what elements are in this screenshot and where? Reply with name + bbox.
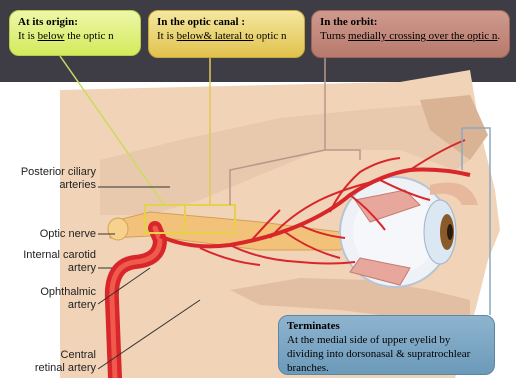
label-optic-nerve: Optic nerve bbox=[6, 228, 96, 241]
label-posterior-ciliary-line2: arteries bbox=[6, 179, 96, 192]
label-central-retinal: Central retinal artery bbox=[6, 349, 96, 375]
label-posterior-ciliary: Posterior ciliary arteries bbox=[6, 166, 96, 192]
origin-pre: It is bbox=[18, 30, 38, 42]
label-ophthalmic-line2: artery bbox=[6, 299, 96, 312]
canal-pre: It is bbox=[157, 30, 177, 42]
origin-callout: At its origin: It is below the optic n bbox=[9, 10, 141, 56]
orbit-underline: medially crossing over the optic n bbox=[348, 30, 497, 42]
origin-underline: below bbox=[38, 30, 65, 42]
orbit-pre: Turns bbox=[320, 30, 348, 42]
label-internal-carotid-line1: Internal carotid bbox=[6, 249, 96, 262]
orbit-callout: In the orbit: Turns medially crossing ov… bbox=[311, 10, 510, 58]
terminates-callout: Terminates At the medial side of upper e… bbox=[278, 315, 495, 375]
terminates-text: At the medial side of upper eyelid by di… bbox=[287, 334, 470, 374]
label-ophthalmic-line1: Ophthalmic bbox=[6, 286, 96, 299]
origin-title: At its origin: bbox=[18, 15, 132, 29]
canal-callout: In the optic canal : It is below& latera… bbox=[148, 10, 305, 58]
optic-nerve-stump bbox=[108, 218, 128, 240]
label-ophthalmic: Ophthalmic artery bbox=[6, 286, 96, 312]
label-internal-carotid-line2: artery bbox=[6, 262, 96, 275]
label-posterior-ciliary-line1: Posterior ciliary bbox=[6, 166, 96, 179]
orbit-post: . bbox=[497, 30, 500, 42]
canal-title: In the optic canal : bbox=[157, 15, 296, 29]
terminates-title: Terminates bbox=[287, 319, 486, 333]
label-central-retinal-line1: Central bbox=[6, 349, 96, 362]
origin-post: the optic n bbox=[64, 30, 113, 42]
label-central-retinal-line2: retinal artery bbox=[6, 362, 96, 375]
canal-underline: below& lateral to bbox=[177, 30, 254, 42]
orbit-title: In the orbit: bbox=[320, 15, 501, 29]
label-internal-carotid: Internal carotid artery bbox=[6, 249, 96, 275]
canal-post: optic n bbox=[254, 30, 287, 42]
